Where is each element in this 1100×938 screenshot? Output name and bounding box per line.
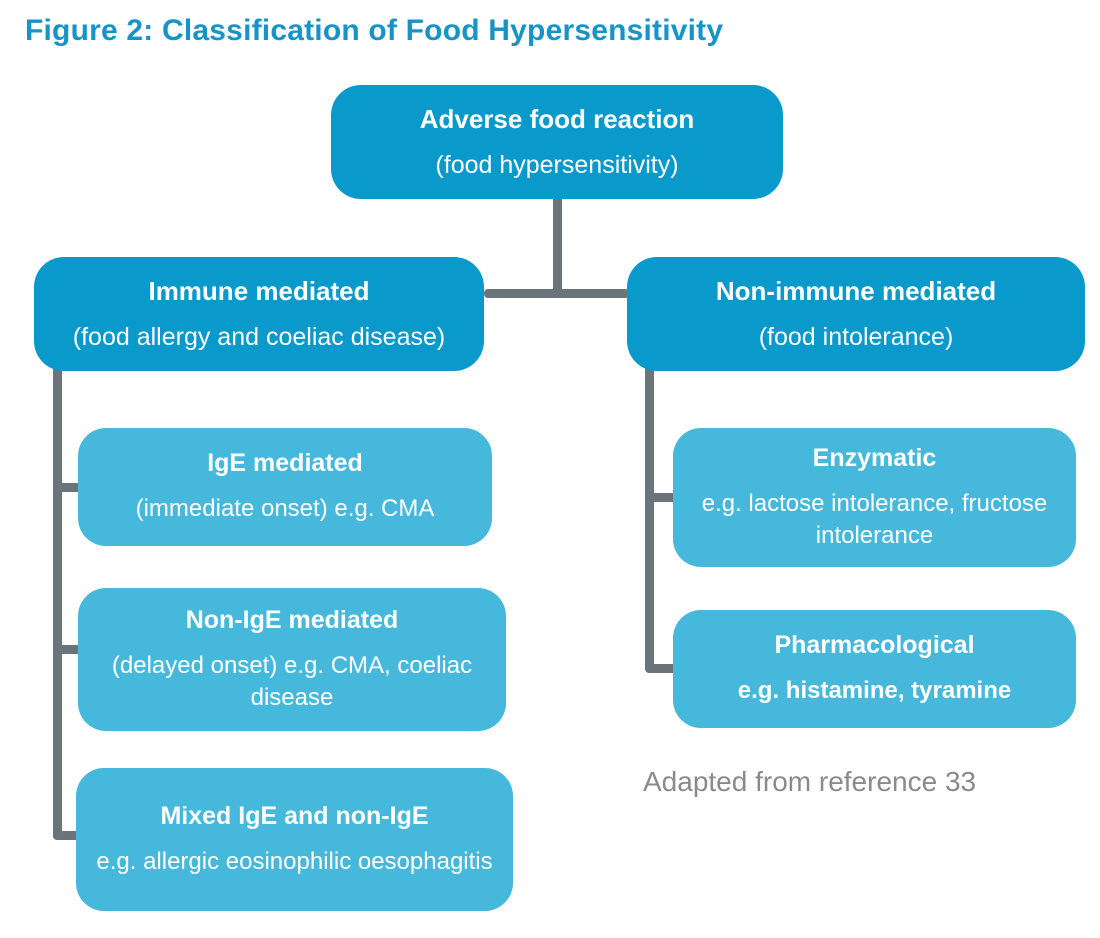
figure-title: Figure 2: Classification of Food Hyperse… bbox=[25, 14, 724, 47]
connector-right-stub-enzymatic bbox=[647, 493, 677, 502]
node-subtext: (immediate onset) e.g. CMA bbox=[135, 495, 435, 523]
node-subtext: (food hypersensitivity) bbox=[435, 151, 679, 179]
node-heading: Adverse food reaction bbox=[419, 104, 695, 134]
source-caption: Adapted from reference 33 bbox=[643, 766, 977, 797]
connector-branch-horizontal bbox=[484, 289, 629, 298]
node-ige-mediated: IgE mediated (immediate onset) e.g. CMA bbox=[78, 428, 492, 546]
connector-left-vertical bbox=[53, 366, 62, 840]
node-heading: Non-IgE mediated bbox=[185, 606, 399, 635]
connector-left-stub-mixed bbox=[55, 831, 81, 840]
node-mixed-ige: Mixed IgE and non-IgE e.g. allergic eosi… bbox=[76, 768, 513, 911]
node-heading: Enzymatic bbox=[812, 444, 937, 473]
node-adverse-food-reaction: Adverse food reaction (food hypersensiti… bbox=[331, 85, 783, 199]
node-subtext: e.g. histamine, tyramine bbox=[737, 677, 1012, 705]
connector-right-stub-pharmacological bbox=[647, 664, 677, 673]
node-enzymatic: Enzymatic e.g. lactose intolerance, fruc… bbox=[673, 428, 1076, 567]
connector-left-stub-ige bbox=[55, 483, 81, 492]
node-heading: Mixed IgE and non-IgE bbox=[160, 801, 429, 830]
node-non-immune-mediated: Non-immune mediated (food intolerance) bbox=[627, 257, 1085, 371]
node-subtext: (food intolerance) bbox=[758, 323, 954, 351]
connector-left-stub-non-ige bbox=[55, 645, 81, 654]
node-heading: Non-immune mediated bbox=[715, 276, 997, 306]
node-heading: IgE mediated bbox=[207, 449, 363, 478]
connector-right-vertical bbox=[645, 366, 654, 673]
node-subtext: e.g. allergic eosinophilic oesophagitis bbox=[96, 847, 493, 875]
node-heading: Pharmacological bbox=[774, 631, 975, 660]
node-subtext: (delayed onset) e.g. CMA, coeliac diseas… bbox=[111, 652, 473, 711]
node-subtext: (food allergy and coeliac disease) bbox=[72, 323, 446, 351]
connector-root-vertical bbox=[553, 195, 562, 298]
node-subtext: e.g. lactose intolerance, fructose intol… bbox=[701, 490, 1048, 549]
node-heading: Immune mediated bbox=[148, 276, 370, 306]
node-pharmacological: Pharmacological e.g. histamine, tyramine bbox=[673, 610, 1076, 728]
node-non-ige-mediated: Non-IgE mediated (delayed onset) e.g. CM… bbox=[78, 588, 506, 731]
node-immune-mediated: Immune mediated (food allergy and coelia… bbox=[34, 257, 484, 371]
